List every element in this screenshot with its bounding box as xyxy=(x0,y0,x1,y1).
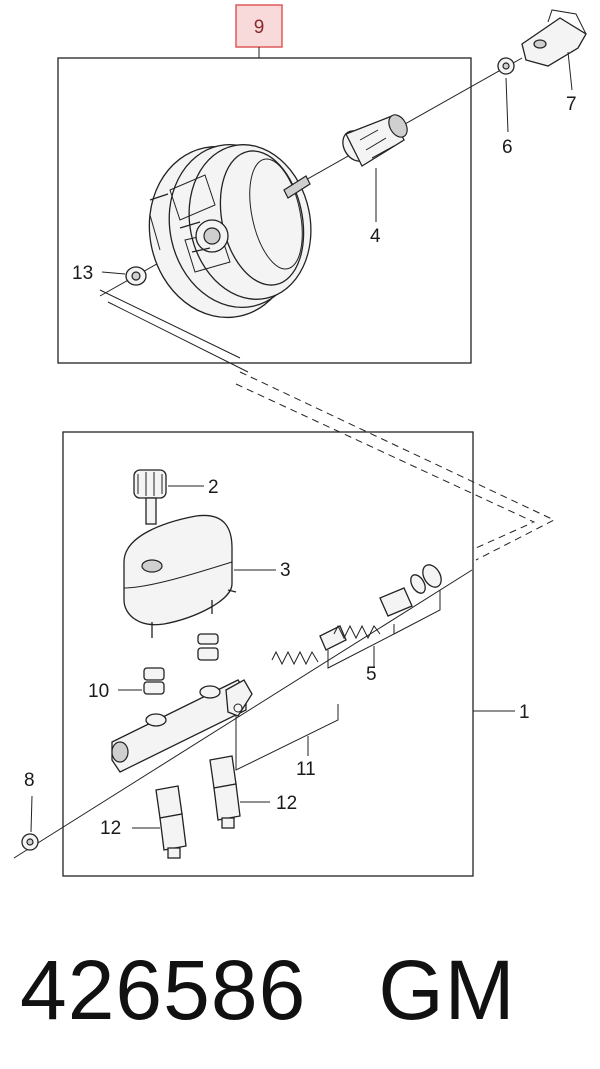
fitting-12a[interactable] xyxy=(209,755,270,829)
part-number-footer: 426586 GM xyxy=(20,935,516,1045)
callout-9: 9 xyxy=(254,17,265,38)
booster-assembly: 9 xyxy=(57,4,587,364)
callout-10: 10 xyxy=(88,681,109,702)
callout-12-left: 12 xyxy=(100,818,121,839)
callout-3: 3 xyxy=(280,560,291,581)
reservoir-cap-2[interactable] xyxy=(133,469,204,525)
callout-7: 7 xyxy=(566,94,577,115)
bracket-11 xyxy=(235,704,339,771)
callout-6: 6 xyxy=(502,137,513,158)
boot-4[interactable] xyxy=(338,112,411,222)
callout-9-box[interactable] xyxy=(235,4,283,48)
callout-2: 2 xyxy=(208,477,219,498)
master-cylinder-body xyxy=(111,679,253,773)
master-cylinder-assembly: 2 3 10 xyxy=(13,431,530,877)
master-cylinder-frame xyxy=(62,431,474,877)
part-number: 426586 xyxy=(20,942,307,1037)
booster-frame xyxy=(57,57,472,364)
assembly-link-lines xyxy=(99,289,556,561)
callout-1: 1 xyxy=(519,702,530,723)
grommet-10[interactable] xyxy=(118,633,219,695)
callout-8: 8 xyxy=(24,770,35,791)
brake-booster xyxy=(148,143,312,319)
callout-5: 5 xyxy=(366,664,377,685)
callout-4: 4 xyxy=(370,226,381,247)
nut-6[interactable] xyxy=(497,57,515,133)
callout-13: 13 xyxy=(72,263,93,284)
callout-12-right: 12 xyxy=(276,793,297,814)
nut-13[interactable] xyxy=(101,266,147,286)
fitting-12b[interactable] xyxy=(132,785,187,859)
piston-springs-5[interactable] xyxy=(271,562,445,669)
nut-8[interactable] xyxy=(21,795,39,851)
clevis-7[interactable] xyxy=(521,9,587,91)
brand-label: GM xyxy=(378,942,516,1037)
callout-11: 11 xyxy=(296,759,316,780)
reservoir-3[interactable] xyxy=(123,514,276,638)
